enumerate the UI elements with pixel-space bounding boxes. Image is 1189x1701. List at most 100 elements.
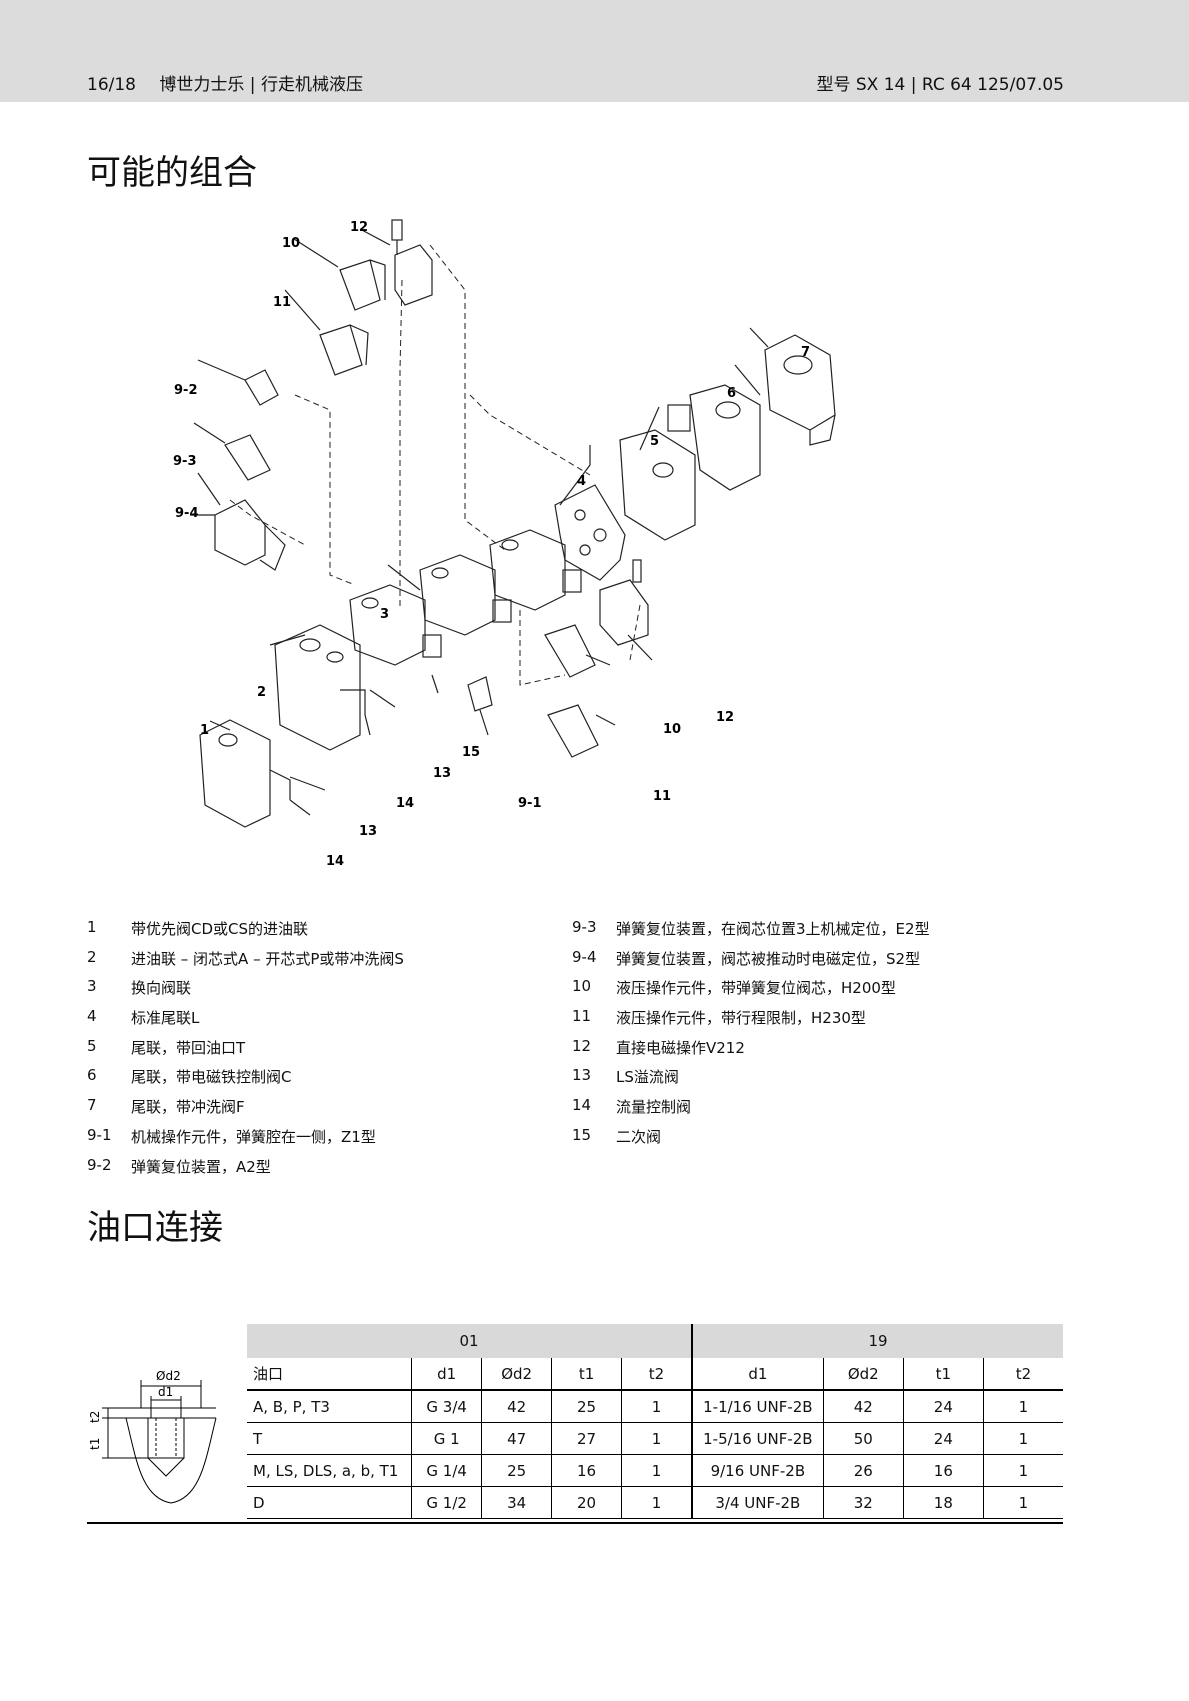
port-sketch-svg: Ød2 d1 t2 t1 (88, 1369, 217, 1504)
legend-text: 尾联，带电磁铁控制阀C (131, 1068, 292, 1087)
legend-num: 10 (572, 977, 592, 996)
legend-text: 弹簧复位装置，阀芯被推动时电磁定位，S2型 (616, 949, 921, 968)
legend-text: LS溢流阀 (616, 1068, 679, 1087)
table-cell: 42 (481, 1390, 552, 1423)
callout-12-top: 12 (350, 220, 368, 235)
col-header-t2-19: t2 (982, 1358, 1063, 1391)
legend-num: 9-4 (572, 947, 597, 966)
diagram-svg: 12 10 11 9-2 9-3 9-4 7 6 5 4 3 2 1 13 14… (173, 219, 836, 869)
callout-9-3: 9-3 (173, 454, 197, 469)
legend-item: 12 直接电磁操作V212 (572, 1037, 1092, 1067)
port-connections-table: 01 19 油口 d1 Ød2 t1 t2 d1 Ød2 t1 t2 A, B,… (247, 1324, 1063, 1519)
table-cell: 1-5/16 UNF-2B (690, 1422, 824, 1455)
legend-num: 3 (87, 977, 97, 996)
legend-num: 9-2 (87, 1155, 112, 1174)
legend-text: 液压操作元件，带行程限制，H230型 (616, 1009, 866, 1028)
callout-6: 6 (727, 386, 736, 401)
table-cell: 1 (982, 1390, 1063, 1423)
legend-text: 机械操作元件，弹簧腔在一侧，Z1型 (131, 1127, 376, 1146)
legend-text: 尾联，带回油口T (131, 1038, 246, 1057)
sketch-label-d1: d1 (158, 1385, 173, 1399)
legend-num: 13 (572, 1066, 592, 1085)
table-cell: 25 (551, 1390, 622, 1423)
legend-num: 9-1 (87, 1125, 112, 1144)
callout-13-bottom: 13 (359, 824, 377, 839)
table-cell: 50 (822, 1422, 904, 1455)
callout-1: 1 (200, 723, 209, 738)
callout-2: 2 (257, 685, 266, 700)
section-title-combinations: 可能的组合 (87, 153, 257, 193)
sketch-label-t1: t1 (88, 1438, 102, 1450)
callout-11-top: 11 (273, 295, 291, 310)
legend-item: 9-2 弹簧复位装置，A2型 (87, 1156, 567, 1186)
callout-10-right: 10 (663, 722, 681, 737)
table-cell: 32 (822, 1486, 904, 1519)
table-cell: 25 (481, 1454, 552, 1487)
legend-num: 15 (572, 1125, 592, 1144)
table-cell: 1 (621, 1454, 692, 1487)
col-header-t1-19: t1 (902, 1358, 984, 1391)
legend-item: 13 LS溢流阀 (572, 1066, 1092, 1096)
callout-12-right: 12 (716, 710, 734, 725)
table-cell: 16 (551, 1454, 622, 1487)
table-row: T G 1 47 27 1 1-5/16 UNF-2B 50 24 1 (247, 1422, 1063, 1455)
legend-text: 直接电磁操作V212 (616, 1038, 745, 1057)
table-cell: 1 (621, 1390, 692, 1423)
table-cell: T (247, 1422, 412, 1455)
legend-num: 12 (572, 1036, 592, 1055)
header-left-title: 博世力士乐 | 行走机械液压 (159, 75, 363, 95)
table-cell: 1 (982, 1454, 1063, 1487)
legend-text: 换向阀联 (131, 979, 192, 998)
table-cell: 1 (621, 1486, 692, 1519)
table-cell: M, LS, DLS, a, b, T1 (247, 1454, 412, 1487)
diagram-callouts: 12 10 11 9-2 9-3 9-4 7 6 5 4 3 2 1 13 14… (173, 220, 810, 869)
callout-10-top: 10 (282, 236, 300, 251)
table-cell: D (247, 1486, 412, 1519)
legend-num: 11 (572, 1007, 592, 1026)
legend-text: 液压操作元件，带弹簧复位阀芯，H200型 (616, 979, 896, 998)
header-right-title: 型号 SX 14 | RC 64 125/07.05 (816, 75, 1064, 95)
legend-num: 6 (87, 1066, 97, 1085)
callout-9-2: 9-2 (174, 383, 198, 398)
legend-num: 2 (87, 947, 97, 966)
callout-11-right: 11 (653, 789, 671, 804)
table-cell: 26 (822, 1454, 904, 1487)
table-cell: 1 (982, 1422, 1063, 1455)
table-cell: G 1/4 (411, 1454, 482, 1487)
port-dimension-sketch: Ød2 d1 t2 t1 (86, 1358, 246, 1518)
table-cell: 3/4 UNF-2B (690, 1486, 824, 1519)
table-cell: 27 (551, 1422, 622, 1455)
header-left: 16/18 博世力士乐 | 行走机械液压 (87, 70, 363, 95)
legend-item: 7 尾联，带冲洗阀F (87, 1096, 567, 1126)
callout-14-bottom: 14 (326, 854, 344, 869)
table-cell: 47 (481, 1422, 552, 1455)
callout-7: 7 (801, 345, 810, 360)
legend-item: 10 液压操作元件，带弹簧复位阀芯，H200型 (572, 977, 1092, 1007)
sketch-label-t2: t2 (88, 1411, 102, 1423)
col-header-d1: d1 (411, 1358, 482, 1391)
table-cell: G 1 (411, 1422, 482, 1455)
legend-text: 弹簧复位装置，A2型 (131, 1157, 271, 1176)
legend-text: 尾联，带冲洗阀F (131, 1098, 245, 1117)
table-group-header-row: 01 19 (247, 1324, 1063, 1358)
col-header-d2-19: Ød2 (822, 1358, 904, 1391)
callout-14-mid: 14 (396, 796, 414, 811)
table-cell: 1 (982, 1486, 1063, 1519)
legend-item: 9-1 机械操作元件，弹簧腔在一侧，Z1型 (87, 1126, 567, 1156)
callout-5: 5 (650, 434, 659, 449)
diagram-drawing (190, 219, 836, 828)
table-cell: 16 (902, 1454, 984, 1487)
table-row: M, LS, DLS, a, b, T1 G 1/4 25 16 1 9/16 … (247, 1454, 1063, 1487)
legend-num: 7 (87, 1096, 97, 1115)
table-header-row: 油口 d1 Ød2 t1 t2 d1 Ød2 t1 t2 (247, 1358, 1063, 1391)
table-cell: G 1/2 (411, 1486, 482, 1519)
legend-text: 进油联 – 闭芯式A – 开芯式P或带冲洗阀S (131, 949, 404, 968)
callout-9-1: 9-1 (518, 796, 542, 811)
legend-item: 3 换向阀联 (87, 977, 567, 1007)
